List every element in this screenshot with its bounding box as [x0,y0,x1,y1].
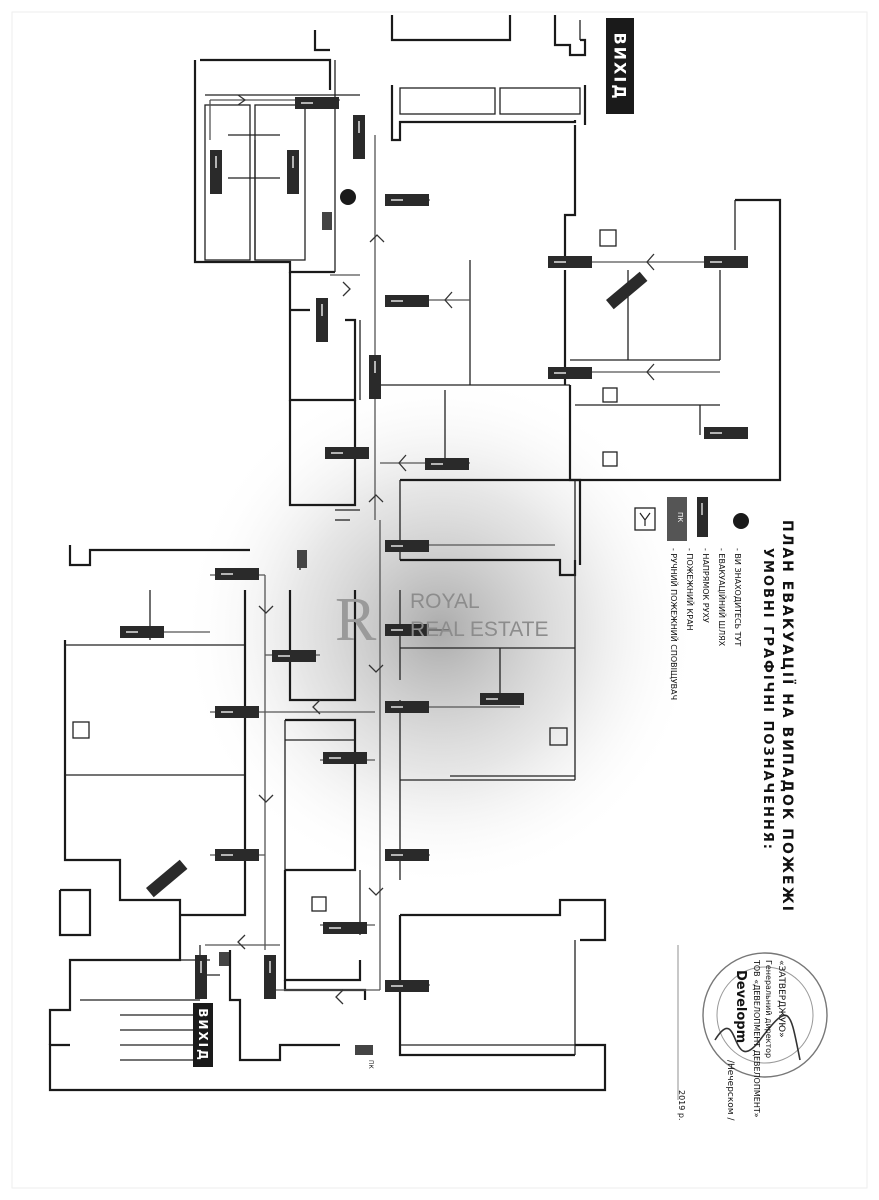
watermark-brand-line1: ROYAL [410,590,480,613]
evacuation-sign [425,458,469,470]
sign-glyphs [126,102,722,987]
stamp-year: 2019 р. [677,1090,686,1121]
evacuation-sign [272,650,316,662]
legend-item-manual-alarm: - РУЧНИЙ ПОЖЕЖНИЙ СПОВІЩУВАЧ [669,548,678,701]
evacuation-sign [704,256,748,268]
fire-hydrant-plan-label: ПК [367,1060,374,1069]
legend-item-fire-hydrant: - ПОЖЕЖНИЙ КРАН [685,548,694,631]
fire-hydrant-icon [219,952,229,966]
evacuation-sign [385,295,429,307]
stamp-seal-center: Developm [733,970,748,1044]
legend-item-evacuation-route: - ЕВАКУАЦІЙНИЙ ШЛЯХ [717,548,726,647]
stamp-position-line: Генеральний директор [764,960,773,1059]
legend-item-direction: - НАПРЯМОК РУХУ [701,548,710,623]
evacuation-route-sign-icon [697,497,708,537]
you-are-here-dot-icon [340,189,356,205]
manual-alarm-icon [634,507,656,531]
legend-item-you-are-here: - ВИ ЗНАХОДИТЕСЬ ТУТ [733,548,742,647]
evacuation-sign [295,97,339,109]
evacuation-sign [287,150,299,194]
exit-label-text: ВИХІД [610,31,630,101]
evacuation-sign [385,194,429,206]
evacuation-sign [146,859,188,898]
evacuation-sign [704,427,748,439]
approval-stamp [677,945,828,1100]
evacuation-sign [385,701,429,713]
watermark-brand-line2: REAL ESTATE [410,618,549,641]
evacuation-sign [195,955,207,999]
watermark-monogram: R [335,586,377,654]
exit-label-text: ВИХІД [196,1008,210,1062]
direction-arrows [237,94,655,1005]
evacuation-sign [323,752,367,764]
exit-label-bottom: ВИХІД [193,1003,213,1067]
legend-icons [634,497,749,541]
stamp-approve-line: «ЗАТВЕРДЖУЮ» [776,960,786,1038]
evacuation-sign [215,568,259,580]
evacuation-sign [385,624,429,636]
evacuation-sign [385,849,429,861]
stamp-signature-note: /Нечерском / [725,1060,735,1121]
evacuation-sign [385,980,429,992]
evacuation-sign [210,150,222,194]
fire-hydrant-icon-label: ПК [676,512,684,523]
building-walls [48,15,782,1092]
evacuation-sign [480,693,524,705]
fire-hydrant-icon [667,497,687,541]
legend-title: ПЛАН ЕВАКУАЦІЇ НА ВИПАДОК ПОЖЕЖІ [779,520,795,913]
stamp-company-line: ТОВ «ДЕВЕЛОПМЕНТ ДЕВЕЛОПМЕНТ» [752,960,761,1118]
legend-subtitle: УМОВНІ ГРАФІЧНІ ПОЗНАЧЕННЯ: [760,548,775,851]
evacuation-sign [323,922,367,934]
exit-label-top: ВИХІД [606,18,634,114]
evacuation-sign [353,115,365,159]
fire-hydrant-icon [355,1045,373,1055]
company-seal [702,952,828,1078]
evacuation-sign [385,540,429,552]
evacuation-sign [215,706,259,718]
fire-hydrant-icon [297,550,307,568]
evacuation-sign [264,955,276,999]
evacuation-signs [120,97,748,999]
evacuation-sign [369,355,381,399]
evacuation-sign [548,256,592,268]
fire-hydrant-icon [322,212,332,230]
signature-mark [714,1014,801,1061]
evacuation-sign [215,849,259,861]
you-are-here-dot-icon [733,513,749,529]
evacuation-sign [548,367,592,379]
evacuation-sign [325,447,369,459]
evacuation-sign [120,626,164,638]
evacuation-sign [316,298,328,342]
evacuation-sign [606,271,648,310]
